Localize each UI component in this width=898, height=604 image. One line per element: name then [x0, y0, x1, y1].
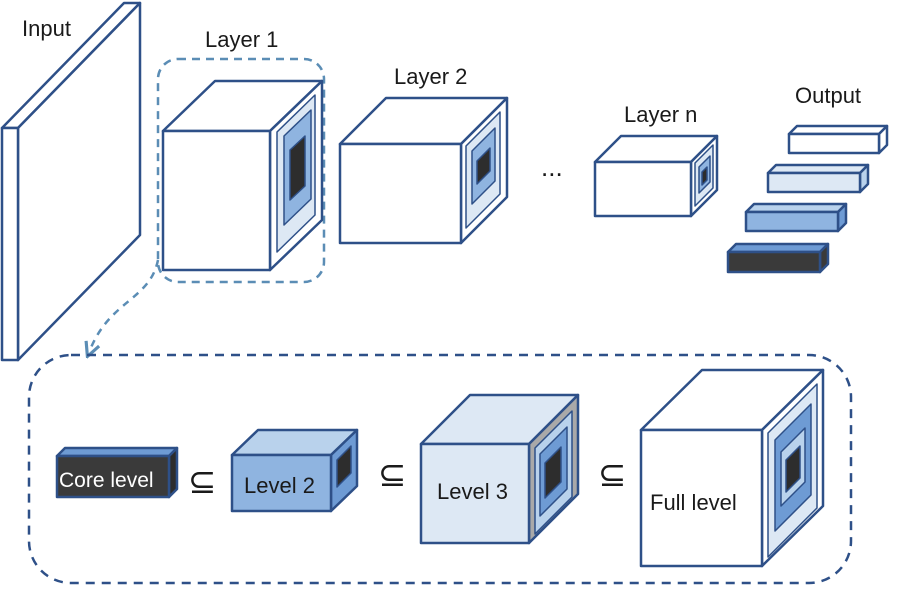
core-level-cube	[55, 446, 179, 499]
layer2-cube	[338, 96, 509, 245]
level3-cube	[419, 393, 580, 545]
full-level-cube	[639, 368, 825, 568]
levels-container	[27, 353, 853, 585]
input-label: Input	[22, 16, 71, 41]
layer1-cube	[161, 79, 324, 272]
output-bar-2	[766, 163, 870, 194]
level3-label: Level 3	[437, 479, 508, 504]
layern-cube	[593, 134, 719, 218]
level2-label: Level 2	[244, 473, 315, 498]
subset-symbol-2: ⊆	[378, 455, 407, 495]
subset-symbol-1: ⊆	[188, 462, 217, 502]
subset-symbol-3: ⊆	[598, 455, 627, 495]
layern-label: Layer n	[624, 102, 697, 127]
core-level-label: Core level	[59, 469, 154, 492]
input-plane	[0, 1, 142, 362]
ellipsis: ...	[541, 152, 563, 182]
output-bar-1	[787, 124, 889, 155]
level2-cube	[230, 428, 359, 513]
output-bar-4	[726, 242, 830, 274]
layer1-highlight-box	[156, 57, 326, 284]
layer2-label: Layer 2	[394, 64, 467, 89]
output-label: Output	[795, 83, 861, 108]
output-bars	[726, 124, 889, 274]
output-bar-3	[744, 202, 848, 233]
layer1-label: Layer 1	[205, 27, 278, 52]
full-level-label: Full level	[650, 490, 737, 515]
